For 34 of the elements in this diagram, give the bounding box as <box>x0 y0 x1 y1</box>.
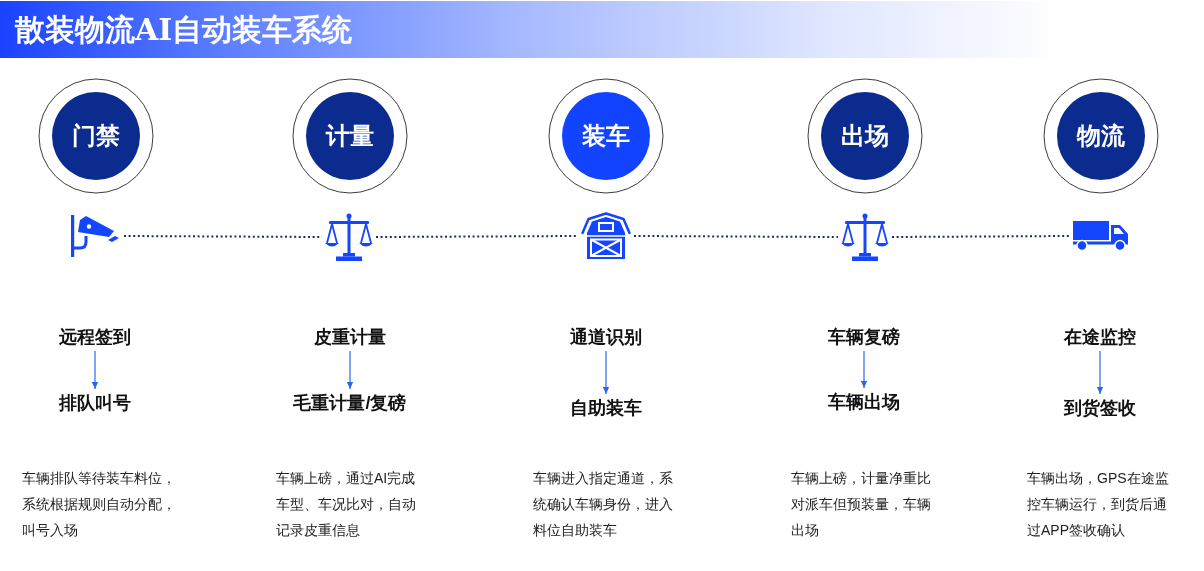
title-text: 散装物流AI自动装车系统 <box>15 11 353 49</box>
dotted-line <box>891 235 1071 238</box>
step-label: 自助装车 <box>570 397 642 419</box>
cctv-camera-icon <box>71 214 121 258</box>
arrow <box>602 350 610 395</box>
arrow <box>346 350 354 390</box>
step-label: 通道识别 <box>570 326 642 348</box>
step-label: 到货签收 <box>1064 397 1136 419</box>
arrow <box>1096 350 1104 395</box>
dotted-line <box>633 235 839 238</box>
description-text: 车辆排队等待装车料位，系统根据规则自动分配，叫号入场 <box>22 469 177 540</box>
stage-circle: 计量 <box>292 78 408 194</box>
stage-circle: 装车 <box>548 78 664 194</box>
balance-scale-icon <box>841 213 889 261</box>
step-label: 排队叫号 <box>59 392 131 414</box>
arrow <box>91 350 99 390</box>
stage-circle: 出场 <box>807 78 923 194</box>
description-text: 车辆出场，GPS在途监控车辆运行，到货后通过APP签收确认 <box>1027 469 1170 540</box>
stage-circle: 物流 <box>1043 78 1159 194</box>
description-text: 车辆上磅，计量净重比对派车但预装量，车辆出场 <box>791 469 932 540</box>
balance-scale-icon <box>325 213 373 261</box>
step-label: 远程签到 <box>59 326 131 348</box>
dotted-line <box>375 235 579 238</box>
arrow <box>860 350 868 389</box>
truck-icon <box>1073 221 1129 251</box>
step-label: 车辆出场 <box>828 391 900 413</box>
description-text: 车辆进入指定通道，系统确认车辆身份，进入料位自助装车 <box>533 469 674 540</box>
description-text: 车辆上磅，通过AI完成车型、车况比对，自动记录皮重信息 <box>276 469 417 540</box>
stage-circle: 门禁 <box>38 78 154 194</box>
step-label: 车辆复磅 <box>828 326 900 348</box>
barn-icon <box>581 212 631 260</box>
step-label: 在途监控 <box>1064 326 1136 348</box>
step-label: 毛重计量/复磅 <box>293 392 407 414</box>
step-label: 皮重计量 <box>314 326 386 348</box>
